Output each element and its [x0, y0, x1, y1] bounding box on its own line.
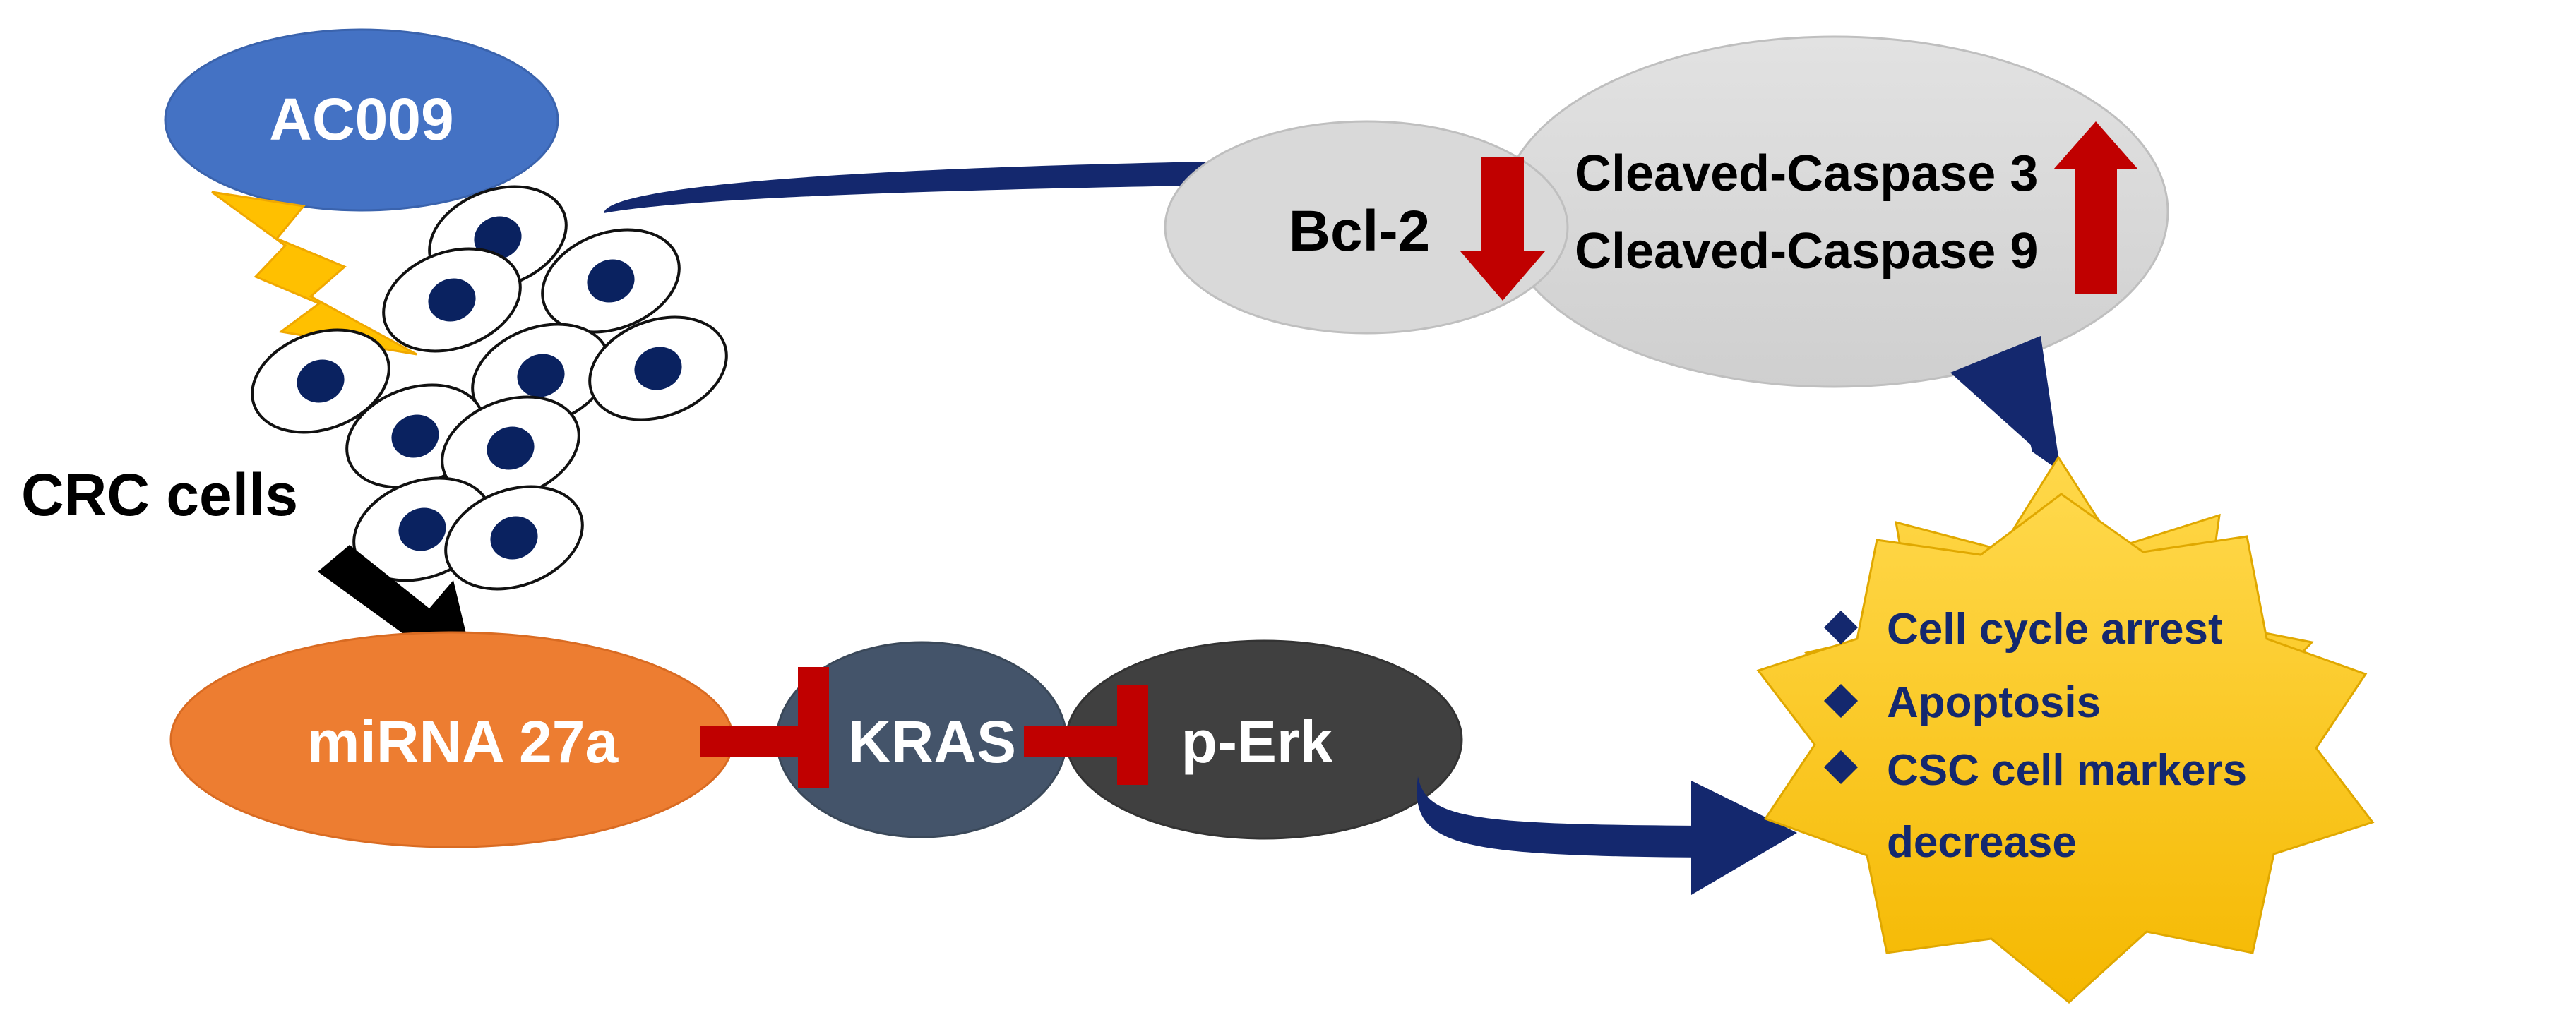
outcome-item: decrease [1887, 818, 2077, 867]
kras-label: KRAS [848, 709, 1016, 775]
perk-label: p-Erk [1181, 709, 1333, 775]
perk-to-outcomes-connector [1417, 776, 1702, 858]
outcome-item: Cell cycle arrest [1887, 605, 2223, 654]
cell [441, 395, 580, 501]
kras-inhibits-perk [1024, 685, 1148, 785]
bullet-diamond-icon [1823, 683, 1859, 719]
drug-node [164, 28, 559, 212]
cell [588, 315, 728, 421]
up-arrow-icon [2053, 121, 2138, 294]
mirna-label: miRNA 27a [307, 709, 619, 775]
bullet-diamond-icon [1823, 750, 1859, 785]
outcomes-list: Cell cycle arrest Apoptosis CSC cell mar… [1823, 605, 2247, 867]
caspase3-label: Cleaved-Caspase 3 [1575, 145, 2038, 202]
outcome-item: CSC cell markers [1887, 746, 2247, 795]
outcomes-starburst-body [1756, 493, 2375, 1004]
cell [444, 485, 584, 591]
perk-to-outcomes-arrowhead [1691, 781, 1797, 895]
mirna-inhibits-kras [700, 667, 829, 788]
outcomes-to-caspase-connector [2014, 378, 2061, 471]
lightning-bolt-icon [211, 191, 417, 356]
caspase-bubble [1500, 35, 2169, 388]
cell [382, 247, 522, 353]
cell [251, 328, 390, 434]
bullet-diamond-icon [1823, 610, 1859, 645]
cells-to-bcl2-connector [604, 161, 1243, 213]
bcl2-label: Bcl-2 [1289, 199, 1431, 263]
outcome-item: Apoptosis [1887, 678, 2101, 727]
down-arrow-icon [1460, 157, 1545, 301]
cell [541, 228, 681, 334]
caspase9-label: Cleaved-Caspase 9 [1575, 223, 2038, 279]
cells-label: CRC cells [21, 462, 298, 528]
drug-label: AC009 [269, 86, 453, 152]
bcl2-node [1164, 120, 1569, 335]
crc-cell-cluster [251, 185, 728, 591]
